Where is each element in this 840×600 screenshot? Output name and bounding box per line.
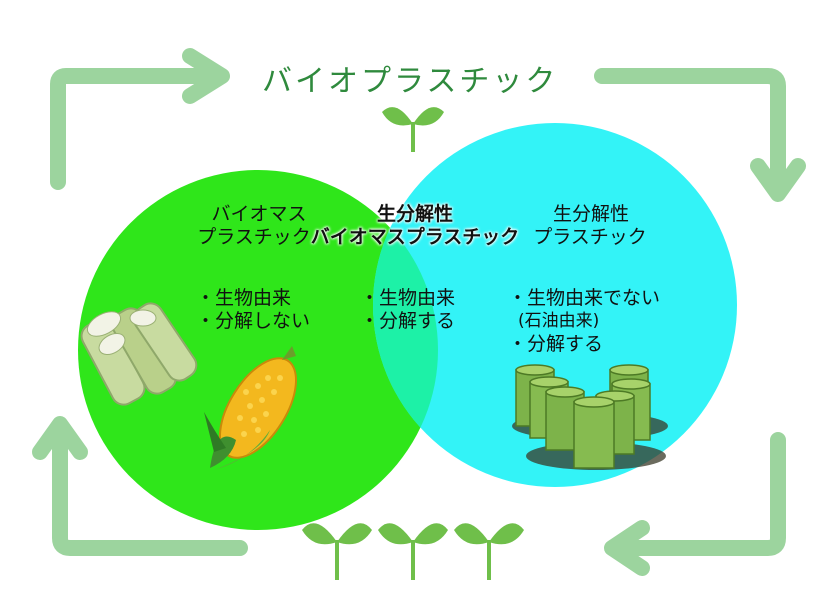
sprout-icon bbox=[378, 523, 448, 580]
cycle-arrow-icon bbox=[32, 48, 806, 576]
left-circle bbox=[78, 170, 438, 530]
left-bullet-2: ・分解しない bbox=[196, 310, 311, 332]
sprout-icon bbox=[382, 107, 444, 152]
diagram-title: バイオプラスチック bbox=[262, 64, 559, 99]
oil-drum-icon bbox=[512, 364, 668, 470]
right-heading-line1: 生分解性 bbox=[552, 203, 629, 225]
left-heading-line2: プラスチック bbox=[197, 226, 311, 248]
corn-icon bbox=[204, 346, 298, 470]
left-bullet-1: ・生物由来 bbox=[196, 287, 292, 309]
center-bullet-1: ・生物由来 bbox=[360, 287, 456, 309]
center-bullet-2: ・分解する bbox=[360, 310, 456, 332]
sugarcane-icon bbox=[80, 302, 198, 406]
center-heading-line1: 生分解性 bbox=[376, 203, 453, 225]
right-heading-line2: プラスチック bbox=[533, 226, 647, 248]
center-heading-line2: バイオマスプラスチック bbox=[310, 226, 520, 248]
right-bullet-3: ・分解する bbox=[508, 333, 604, 355]
right-bullet-2: (石油由来) bbox=[518, 311, 600, 331]
right-bullet-1: ・生物由来でない bbox=[508, 287, 661, 309]
sprout-icon bbox=[302, 523, 372, 580]
sprout-icon bbox=[454, 523, 524, 580]
left-heading-line1: バイオマス bbox=[211, 203, 307, 225]
